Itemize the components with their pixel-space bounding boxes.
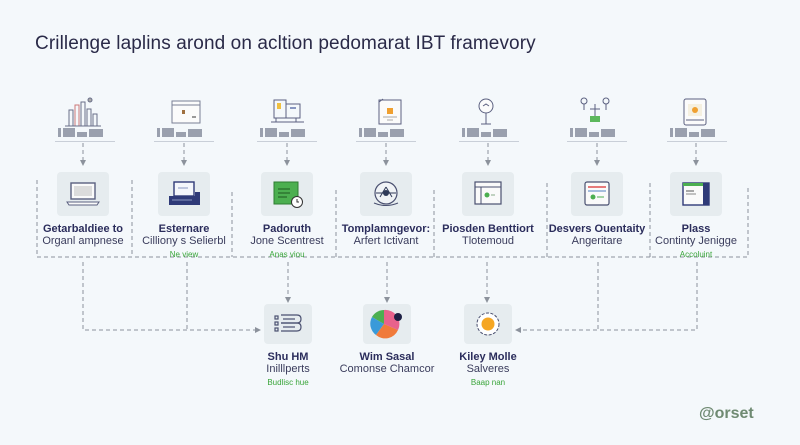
browser-window-icon [462, 172, 514, 216]
node-subtitle: Organl ampnese [42, 235, 124, 247]
stage-node[interactable]: Esternare Cilliony s Selierbl Ne view [124, 172, 244, 261]
diagram-title: Crillenge laplins arond on acltion pedom… [35, 33, 536, 54]
server-monitor-icon [158, 172, 210, 216]
node-subtitle: Continty Jenigge [655, 235, 737, 247]
number-label [459, 128, 519, 142]
number-label [257, 128, 317, 142]
node-subtitle: Angeritare [571, 235, 623, 247]
stage-node[interactable]: Desvers Ouentaity Angeritare [537, 172, 657, 247]
stage-node[interactable]: Plass Continty Jenigge Accoluint [636, 172, 756, 261]
pie-chart-icon [363, 304, 411, 344]
flower-badge-icon [464, 304, 512, 344]
node-subtitle: Salveres [466, 363, 510, 375]
node-name: Desvers Ouentaity [548, 223, 646, 235]
node-subtitle: Cilliony s Selierbl [142, 235, 226, 247]
laptop-icon [57, 172, 109, 216]
node-subtitle: Comonse Chamcor [339, 363, 435, 375]
node-subtitle: Arfert Ictivant [353, 235, 419, 247]
document-clock-icon [261, 172, 313, 216]
node-name: Tomplamngevor: [341, 223, 431, 235]
node-tag: Baap nan [470, 378, 506, 387]
stacked-list-icon [264, 304, 312, 344]
node-name: Kiley Molle [459, 351, 517, 363]
desktop-workstation-icon [268, 96, 308, 128]
number-label [356, 128, 416, 142]
stage-node[interactable]: Piosden Benttiort Tlotemoud [428, 172, 548, 247]
stage-node[interactable]: Tomplamngevor: Arfert Ictivant [326, 172, 446, 247]
node-subtitle: Inilllperts [266, 363, 310, 375]
connector [515, 262, 698, 333]
map-pin-icon [468, 96, 508, 128]
stage-node[interactable]: Getarbaldiee to Organl ampnese [23, 172, 143, 247]
compass-icon [360, 172, 412, 216]
dashboard-screen-icon [670, 172, 722, 216]
form-card-icon [571, 172, 623, 216]
node-subtitle: Tlotemoud [462, 235, 514, 247]
node-name: Wim Sasal [359, 351, 415, 363]
tablet-document-icon [676, 96, 716, 128]
number-label [667, 128, 727, 142]
node-subtitle: Jone Scentrest [250, 235, 324, 247]
output-node[interactable]: Shu HM Inilllperts Budlisc hue [228, 304, 348, 389]
output-node[interactable]: Wim Sasal Comonse Chamcor [327, 304, 447, 375]
node-tag: Budlisc hue [267, 378, 309, 387]
node-name: Piosden Benttiort [442, 223, 534, 235]
stage-frame [36, 180, 652, 258]
node-name: Padoruth [262, 223, 312, 235]
window-icon [168, 98, 208, 130]
node-name: Plass [681, 223, 711, 235]
certificate-icon [371, 96, 411, 128]
node-name: Getarbaldiee to [42, 223, 124, 235]
network-nodes-icon [576, 96, 616, 128]
node-tag: Ne view [169, 250, 199, 259]
connector [82, 262, 261, 333]
brand-logo: @orset [699, 405, 754, 422]
output-node[interactable]: Kiley Molle Salveres Baap nan [428, 304, 548, 389]
number-label [567, 128, 627, 142]
node-name: Esternare [158, 223, 210, 235]
node-tag: Anas viou [269, 250, 305, 259]
node-name: Shu HM [267, 351, 309, 363]
node-tag: Accoluint [679, 250, 713, 259]
number-label [55, 128, 115, 142]
bar-chart-icon [63, 96, 103, 128]
number-label [154, 128, 214, 142]
stage-node[interactable]: Padoruth Jone Scentrest Anas viou [227, 172, 347, 261]
